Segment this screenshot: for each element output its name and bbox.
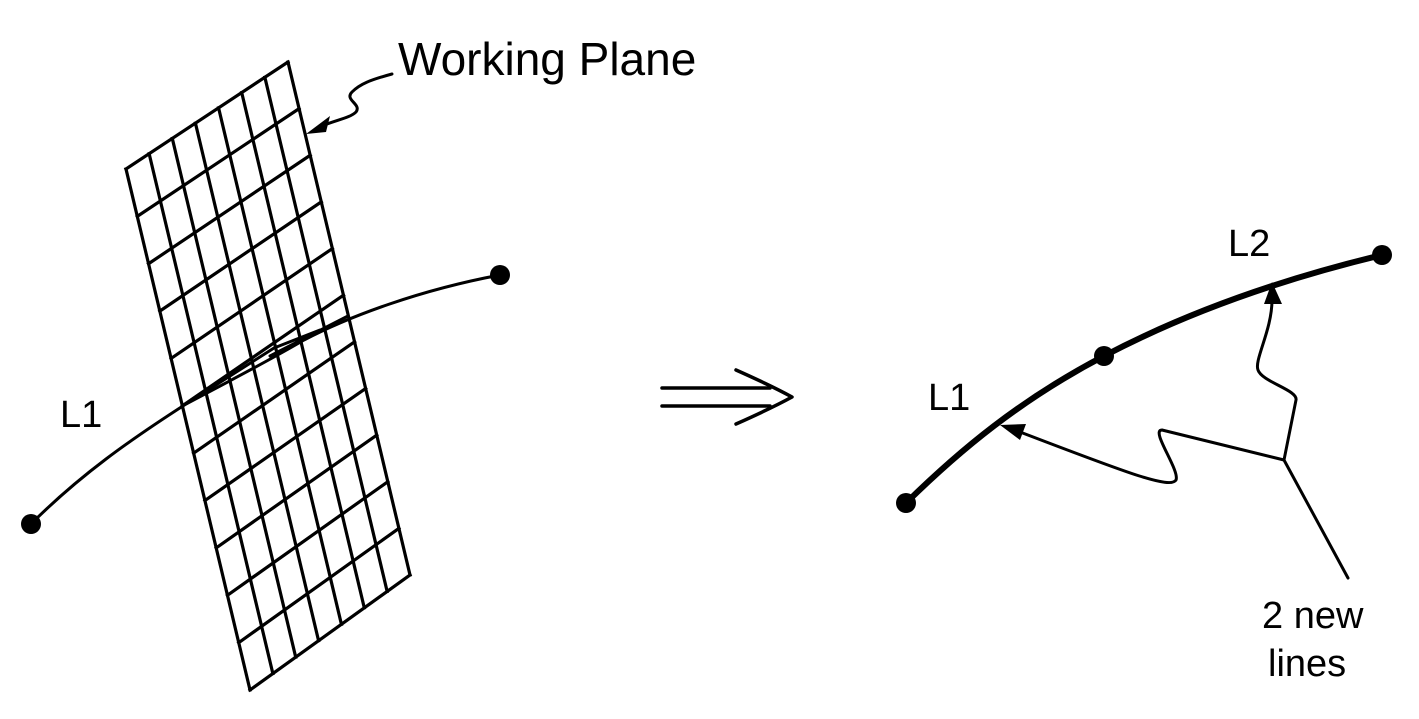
left-curve-end-point — [490, 265, 510, 285]
grid-horizontal-line — [191, 339, 357, 456]
grid-horizontal-line — [146, 153, 313, 266]
new-lines-arrowhead-l1 — [1000, 424, 1026, 440]
new-lines-main-leader — [1282, 458, 1350, 580]
plane-intersection-mark — [184, 314, 350, 406]
grid-vertical-line — [170, 136, 298, 660]
right-curve-l1 — [903, 353, 1107, 506]
grid-horizontal-line — [180, 292, 346, 409]
grid-vertical-line — [216, 105, 344, 627]
grid-horizontal-line — [202, 386, 368, 503]
grid-vertical-line — [147, 151, 275, 676]
new-lines-label-2: lines — [1268, 643, 1346, 685]
grid-horizontal-line — [157, 199, 324, 314]
new-lines-leader-l2 — [1255, 298, 1298, 462]
right-curve-split-point — [1094, 346, 1114, 366]
grid-horizontal-line — [247, 572, 413, 693]
left-curve-l1 — [29, 273, 502, 526]
new-lines-arrowhead-l2 — [1264, 282, 1282, 304]
grid-vertical-line — [193, 121, 321, 643]
grid-vertical-line — [124, 167, 252, 692]
working-plane-grid — [123, 59, 413, 693]
implies-arrow — [660, 368, 794, 426]
grid-horizontal-line — [236, 526, 402, 645]
right-curve-end-point — [1372, 245, 1392, 265]
new-lines-leader-l1 — [1018, 428, 1286, 484]
working-plane-arrowhead — [306, 116, 330, 134]
grid-horizontal-line — [168, 246, 335, 361]
grid-vertical-line — [262, 75, 390, 594]
right-curve-l2 — [1101, 252, 1385, 359]
left-figure: Working Plane L1 — [21, 33, 696, 693]
grid-horizontal-line — [123, 59, 291, 172]
left-curve-start-point — [21, 514, 41, 534]
working-plane-label: Working Plane — [398, 33, 696, 85]
right-curve-l2-label: L2 — [1228, 223, 1270, 265]
right-figure: L1 L2 2 new lines — [896, 223, 1392, 685]
right-curve-start-point — [896, 493, 916, 513]
grid-horizontal-line — [213, 432, 379, 551]
grid-horizontal-line — [135, 106, 302, 219]
new-lines-label-1: 2 new — [1262, 595, 1364, 637]
grid-vertical-line — [239, 90, 367, 610]
left-curve-label: L1 — [60, 394, 102, 436]
grid-horizontal-line — [225, 479, 391, 598]
right-curve-l1-label: L1 — [928, 377, 970, 419]
working-plane-leader — [320, 72, 394, 128]
